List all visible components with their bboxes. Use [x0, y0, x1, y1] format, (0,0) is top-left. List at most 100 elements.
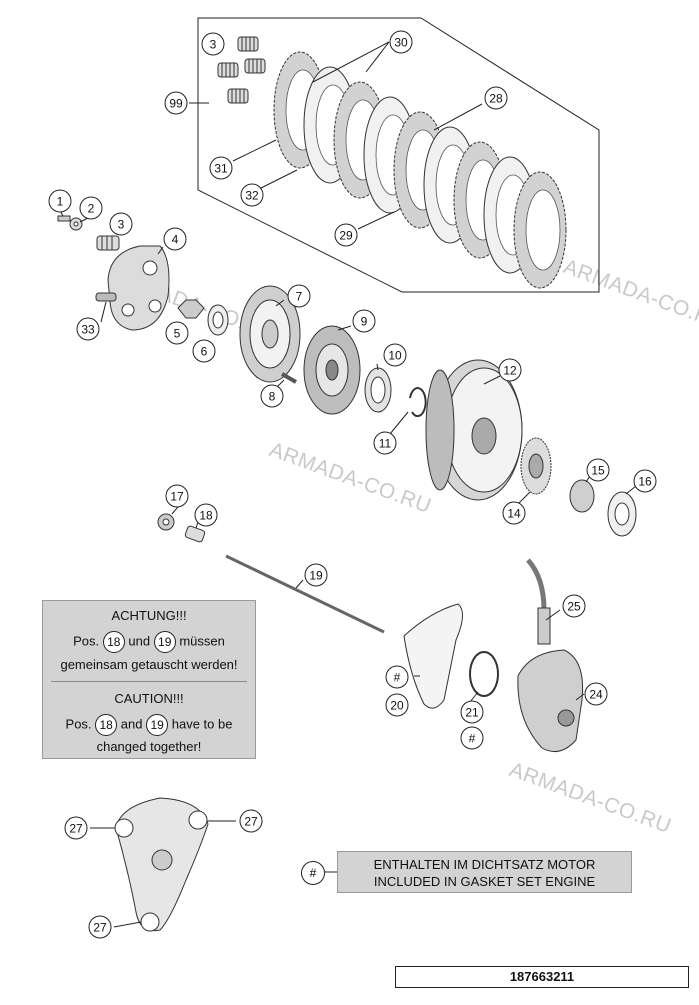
callout-3-9: 3 — [118, 218, 125, 232]
callout-19-25: 19 — [309, 569, 323, 583]
notice-en-line2: changed together! — [96, 739, 202, 754]
callout-circle-7 — [48, 189, 72, 213]
callout-circle-29 — [584, 682, 608, 706]
callout-circle-28 — [460, 700, 484, 724]
notice-en-title: CAUTION!!! — [114, 691, 184, 706]
callout-circle-20 — [502, 501, 526, 525]
callout-circle-17 — [383, 343, 407, 367]
callout-circle-30 — [64, 816, 88, 840]
callout-circle-15 — [260, 384, 284, 408]
callout-32-5: 32 — [245, 189, 259, 203]
callout-circle-14 — [287, 284, 311, 308]
callout-circle-26 — [562, 594, 586, 618]
callout-29-6: 29 — [339, 229, 353, 243]
callout-18-24: 18 — [199, 509, 213, 523]
gasket-mark-1: # — [469, 732, 476, 746]
legend-line-de: ENTHALTEN IM DICHTSATZ MOTOR — [373, 857, 596, 872]
pressure-disc — [303, 325, 361, 415]
notice-en-line1: Pos. 18 and 19 have to be — [43, 714, 255, 736]
callout-33-11: 33 — [81, 323, 95, 337]
callout-25-26: 25 — [567, 600, 581, 614]
washer-circlip — [364, 367, 427, 418]
callout-14-20: 14 — [507, 507, 521, 521]
legend-line-en: INCLUDED IN GASKET SET ENGINE — [373, 874, 596, 889]
callout-21-28: 21 — [465, 706, 479, 720]
notice-en-pre: Pos. — [65, 716, 92, 732]
pressure-plate — [95, 245, 170, 331]
notice-divider — [51, 681, 247, 682]
gasket-mark-0: # — [394, 671, 401, 685]
notice-de-line2: gemeinsam getauscht werden! — [60, 657, 238, 672]
callout-99-0: 99 — [169, 97, 183, 111]
clutch-discs — [273, 51, 567, 289]
notice-de-mid: und — [128, 633, 151, 649]
notice-en-ref2: 19 — [146, 714, 169, 736]
notice-en-post: have to be — [171, 716, 233, 732]
callout-17-23: 17 — [170, 490, 184, 504]
callout-2-8: 2 — [88, 202, 95, 216]
notice-de-title: ACHTUNG!!! — [111, 608, 187, 623]
callout-12-19: 12 — [503, 364, 517, 378]
callout-31-4: 31 — [214, 162, 228, 176]
notice-de-ref2: 19 — [153, 631, 176, 653]
callout-circle-8 — [79, 196, 103, 220]
callout-7-14: 7 — [296, 290, 303, 304]
callout-circle-11 — [76, 317, 100, 341]
callout-circle-1 — [201, 32, 225, 56]
callout-circle-21 — [586, 458, 610, 482]
callout-circle-24 — [194, 503, 218, 527]
callout-circle-3 — [484, 86, 508, 110]
callout-27-32: 27 — [93, 921, 107, 935]
push-rod-parts — [157, 513, 385, 634]
document-number: 187663211 — [395, 966, 689, 988]
callout-8-15: 8 — [269, 390, 276, 404]
callout-27-30: 27 — [69, 822, 83, 836]
callout-6-13: 6 — [201, 345, 208, 359]
callout-circle-19 — [498, 358, 522, 382]
callout-circle-22 — [633, 469, 657, 493]
gasket-oring — [403, 603, 499, 709]
clutch-hub — [239, 285, 301, 384]
callout-27-31: 27 — [244, 815, 258, 829]
gasket-mark-circle-0 — [385, 665, 409, 689]
legend-box: ENTHALTEN IM DICHTSATZ MOTOR INCLUDED IN… — [337, 851, 632, 893]
callout-circle-25 — [304, 563, 328, 587]
notice-de-line1: Pos. 18 und 19 müssen — [43, 631, 255, 653]
gasket-mark-circle-1 — [460, 726, 484, 750]
callout-circle-32 — [88, 915, 112, 939]
callout-circle-5 — [240, 183, 264, 207]
callout-circle-4 — [209, 156, 233, 180]
callout-11-18: 11 — [379, 437, 392, 451]
callout-10-17: 10 — [388, 349, 402, 363]
notice-en-ref1: 18 — [95, 714, 118, 736]
callout-circle-16 — [352, 309, 376, 333]
watermark-1: ARMADA-CO.RU — [560, 255, 699, 335]
small-parts — [57, 215, 120, 251]
callout-30-2: 30 — [394, 36, 408, 50]
callout-circle-6 — [334, 223, 358, 247]
watermark-4: ARMADA-CO.RU — [506, 758, 674, 838]
legend-symbol: # — [301, 861, 325, 885]
callout-4-10: 4 — [172, 233, 179, 247]
callout-circle-18 — [373, 431, 397, 455]
callout-circle-27 — [385, 693, 409, 717]
callout-circle-23 — [165, 484, 189, 508]
callout-circle-13 — [192, 339, 216, 363]
notice-de-pre: Pos. — [73, 633, 100, 649]
callout-15-21: 15 — [591, 464, 605, 478]
callout-circle-31 — [239, 809, 263, 833]
clutch-basket — [425, 359, 523, 501]
callout-16-22: 16 — [638, 475, 652, 489]
disc-set-frame — [197, 17, 600, 293]
gear-bearing-washer — [520, 437, 637, 537]
callout-9-16: 9 — [361, 315, 368, 329]
notice-de-ref1: 18 — [102, 631, 125, 653]
callout-circle-2 — [389, 30, 413, 54]
spring-group-box — [217, 36, 266, 104]
callout-circle-12 — [165, 321, 189, 345]
cylinder-cover — [114, 797, 209, 932]
callout-20-27: 20 — [390, 699, 404, 713]
callout-3-1: 3 — [210, 38, 217, 52]
